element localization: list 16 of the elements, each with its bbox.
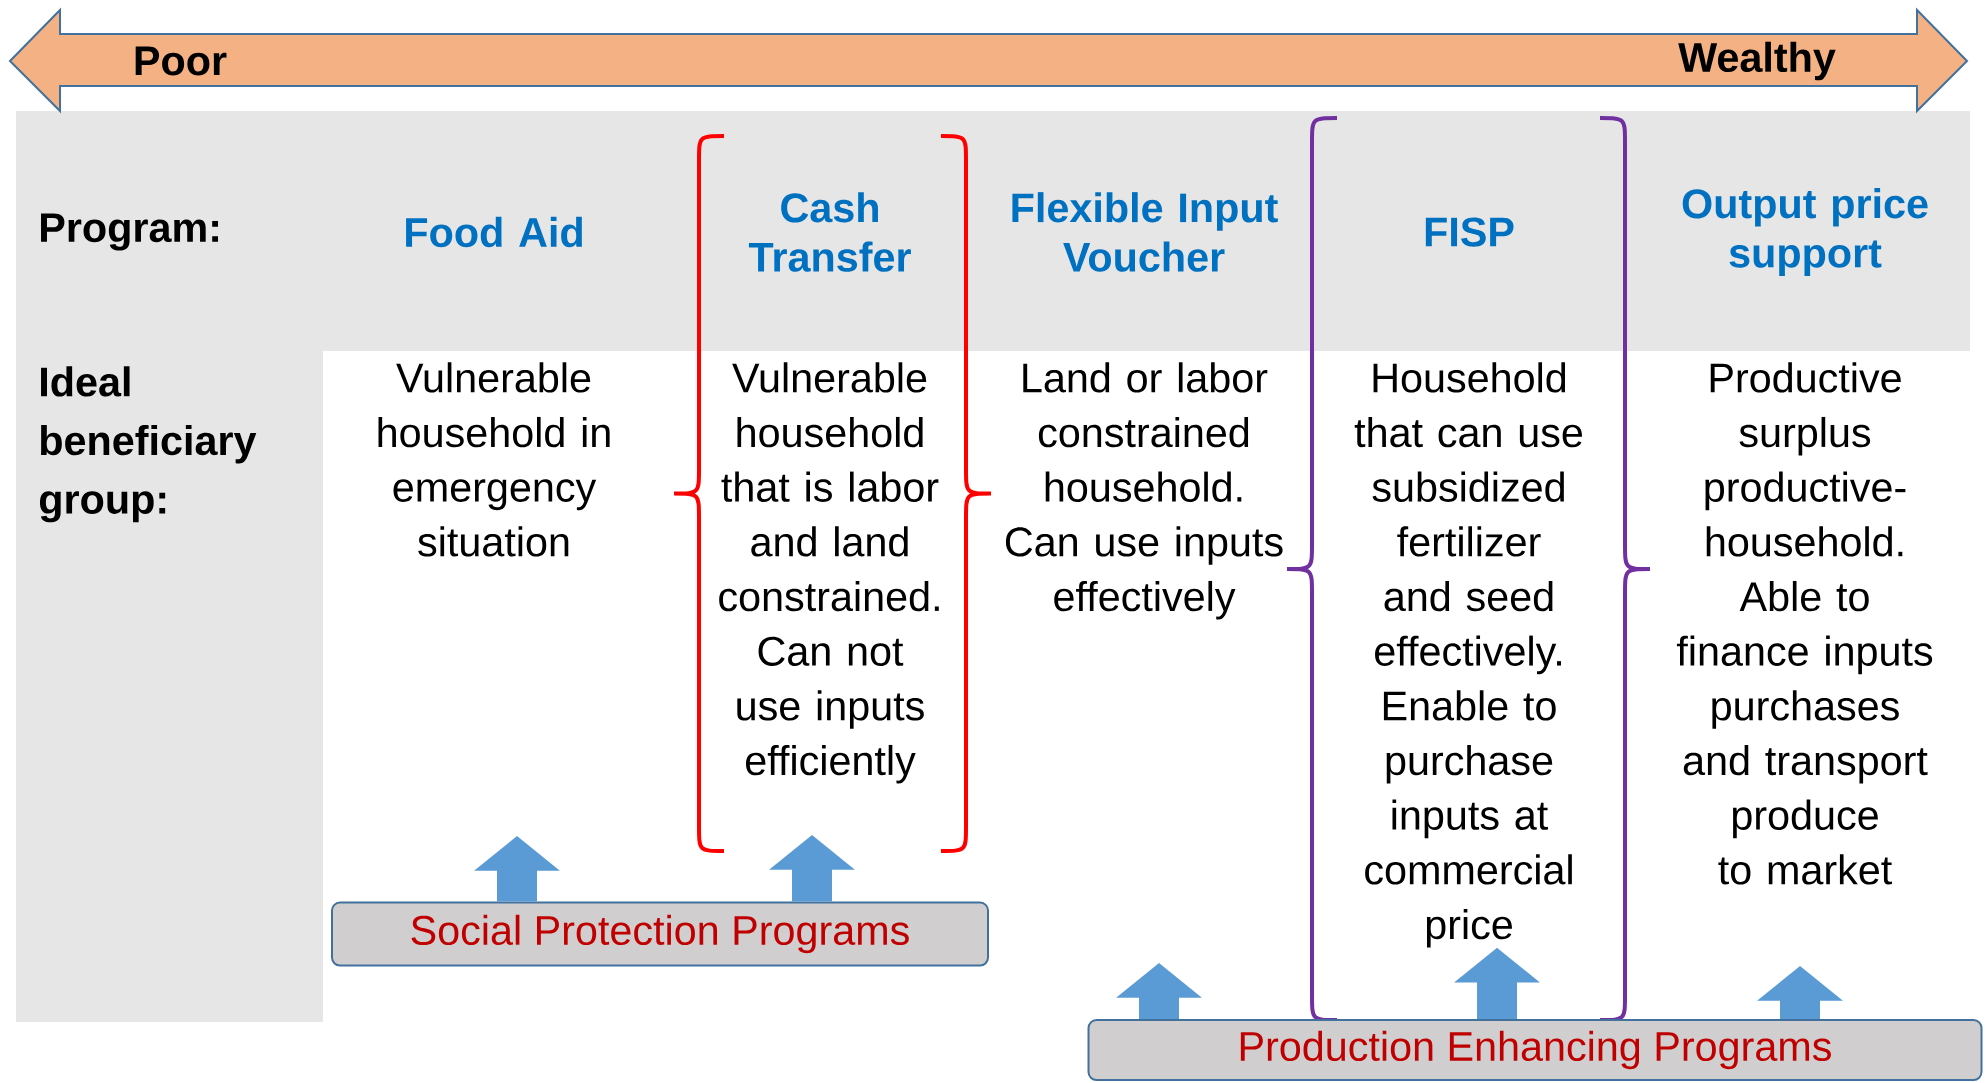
- program-name: Flexible Input Voucher: [1012, 192, 1278, 272]
- description-text: Vulnerable household that is labor and land constrained. Can not use inputs efficiently: [719, 362, 939, 784]
- scale-label: Poor: [135, 46, 227, 76]
- program-name: Cash Transfer: [748, 192, 911, 272]
- scale-label: Wealthy: [1678, 41, 1836, 81]
- description-text: Vulnerable household in emergency situation: [378, 362, 610, 557]
- description-text: Household that can use subsidized fertilizer and seed effectively. Enable to purchase inputs at commercial price: [1354, 362, 1583, 948]
- program-group-box: Social Protection Programs: [331, 901, 989, 967]
- program-group-box: Production Enhancing Programs: [1087, 1019, 1983, 1081]
- description-text: Productive surplus productive-household. Able to finance inputs purchases and transport produce to market: [1676, 362, 1933, 885]
- program-name: Food Aid: [406, 216, 582, 248]
- program-name: Output price support: [1682, 188, 1928, 276]
- row-heading: Program:: [41, 213, 218, 251]
- program-name: FISP: [1425, 217, 1514, 247]
- description-text: Land or labor constrained household. Can use inputs effectively: [1005, 362, 1283, 620]
- row-heading: Ideal beneficiary group:: [39, 366, 257, 523]
